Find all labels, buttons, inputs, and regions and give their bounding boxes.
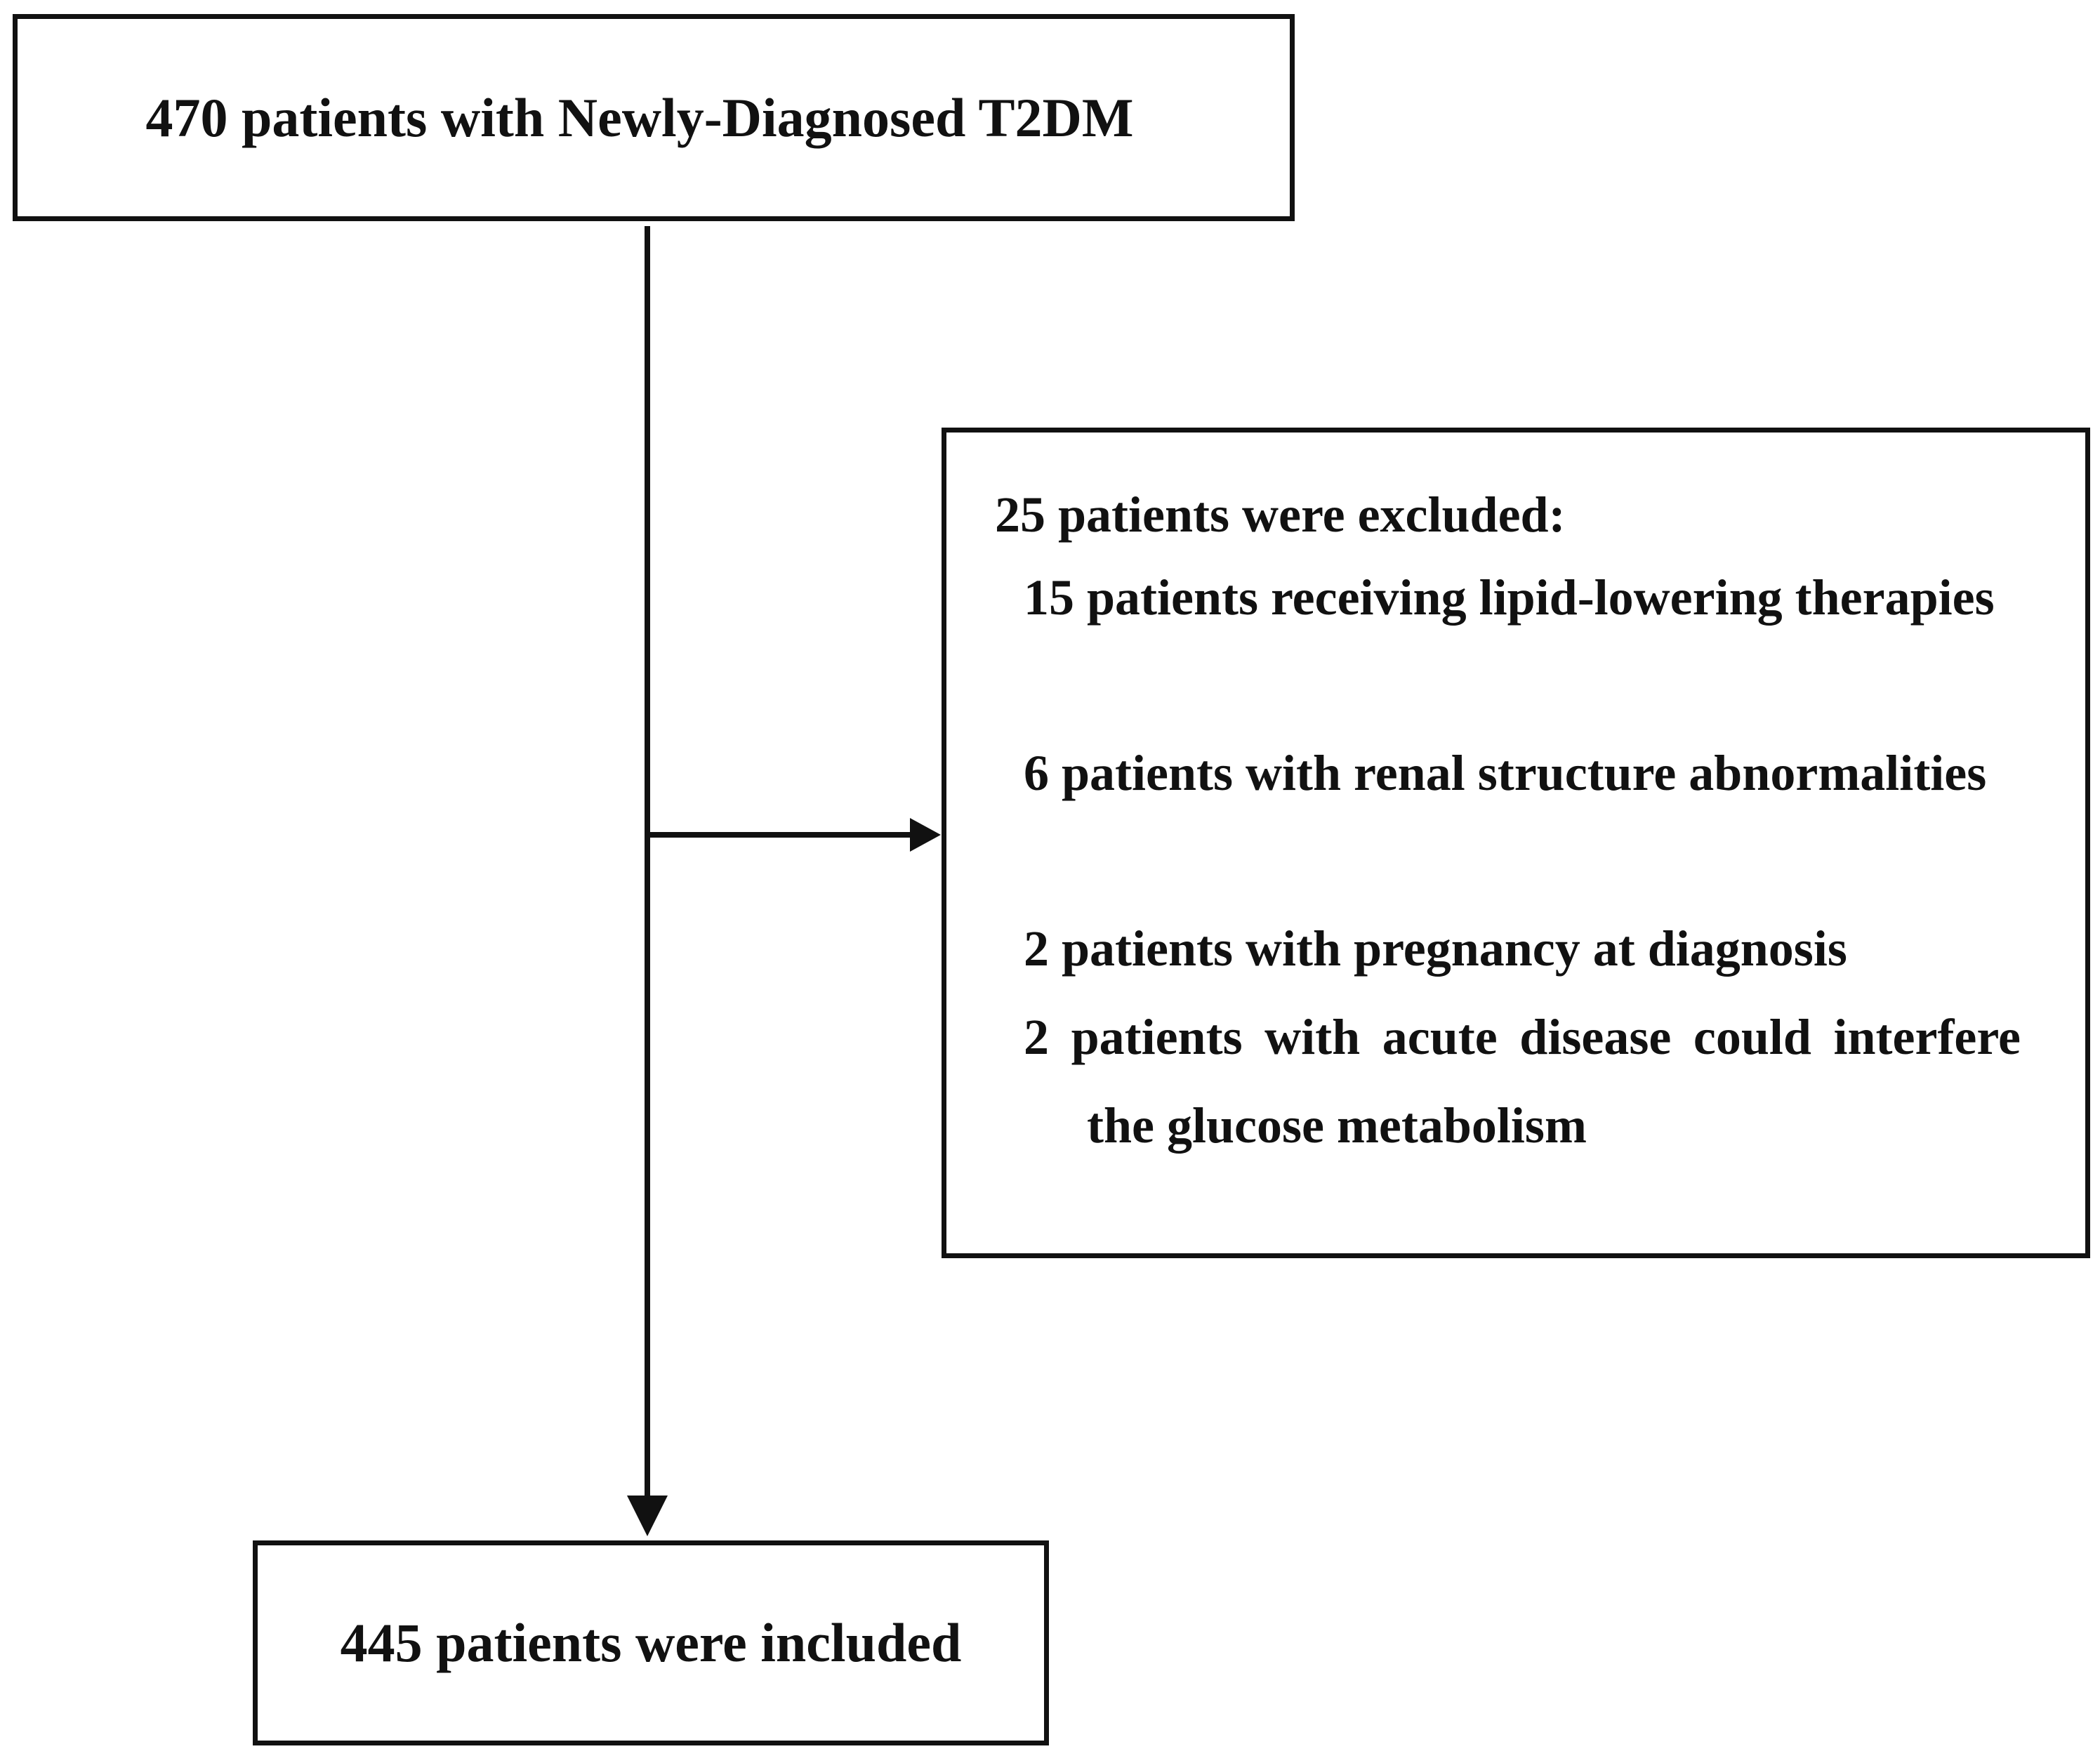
exclusion-item: 15 patients receiving lipid-lowering the…	[1024, 569, 1995, 626]
enrollment-box: 470 patients with Newly-Diagnosed T2DM	[13, 14, 1295, 221]
exclusion-box: 25 patients were excluded: 15 patients r…	[942, 428, 2090, 1258]
exclusion-item: 2 patients with acute disease could inte…	[1024, 1009, 2021, 1154]
included-box: 445 patients were included	[253, 1540, 1049, 1745]
included-text: 445 patients were included	[340, 1612, 962, 1673]
exclusion-item: 6 patients with renal structure abnormal…	[1024, 745, 1987, 801]
exclusion-title: 25 patients were excluded:	[995, 487, 1566, 543]
arrowhead-down	[627, 1496, 668, 1536]
arrowhead-right	[910, 818, 941, 852]
exclusion-item: 2 patients with pregnancy at diagnosis	[1024, 920, 1847, 977]
enrollment-text: 470 patients with Newly-Diagnosed T2DM	[145, 86, 1134, 148]
